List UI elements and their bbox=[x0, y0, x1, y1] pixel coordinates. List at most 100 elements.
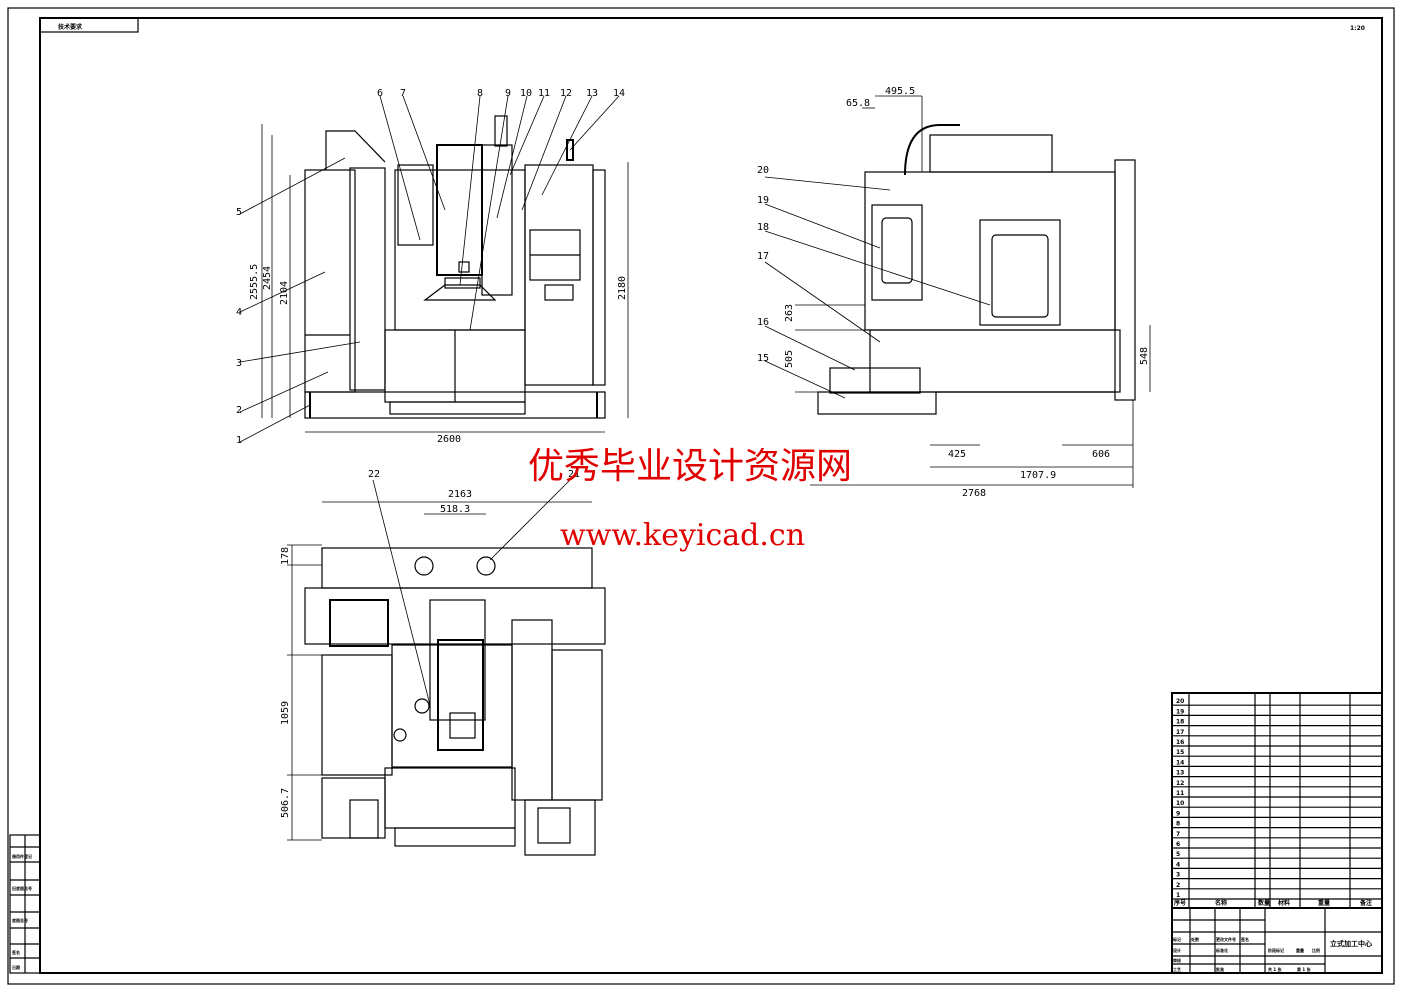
inner-frame bbox=[39, 17, 1383, 974]
parts-row-number: 9 bbox=[1176, 810, 1180, 817]
svg-text:4: 4 bbox=[236, 307, 242, 318]
watermark-url: www.keyicad.cn bbox=[560, 518, 805, 553]
svg-text:8: 8 bbox=[477, 88, 483, 99]
parts-row-number: 1 bbox=[1176, 892, 1180, 899]
svg-text:借用件登记: 借用件登记 bbox=[11, 853, 32, 859]
svg-text:共 1 张: 共 1 张 bbox=[1268, 966, 1283, 972]
parts-row-number: 10 bbox=[1176, 800, 1184, 807]
svg-text:17: 17 bbox=[757, 251, 769, 262]
svg-text:495.5: 495.5 bbox=[885, 86, 915, 97]
svg-text:548: 548 bbox=[1139, 347, 1150, 365]
svg-text:16: 16 bbox=[757, 317, 769, 328]
svg-text:5: 5 bbox=[236, 207, 242, 218]
scale-mark: 1:20 bbox=[1350, 25, 1365, 32]
corner-label-box bbox=[39, 17, 139, 33]
parts-row-number: 11 bbox=[1176, 790, 1184, 797]
svg-text:重量: 重量 bbox=[1296, 947, 1304, 953]
parts-row-number: 13 bbox=[1176, 770, 1184, 777]
parts-row-number: 19 bbox=[1176, 708, 1184, 715]
svg-text:11: 11 bbox=[538, 88, 550, 99]
svg-text:批准: 批准 bbox=[1216, 966, 1224, 972]
svg-text:第 1 张: 第 1 张 bbox=[1297, 966, 1312, 972]
svg-text:处数: 处数 bbox=[1190, 936, 1199, 942]
svg-text:签名: 签名 bbox=[1240, 936, 1249, 942]
svg-text:2555.5: 2555.5 bbox=[249, 264, 260, 300]
parts-row-number: 7 bbox=[1176, 831, 1180, 838]
svg-text:21: 21 bbox=[568, 469, 580, 480]
parts-row-number: 3 bbox=[1176, 872, 1180, 879]
parts-list: 2019181716151413121110987654321序号名称数量材料重… bbox=[1171, 692, 1383, 974]
svg-text:日期: 日期 bbox=[12, 964, 20, 970]
svg-text:20: 20 bbox=[757, 165, 769, 176]
svg-text:19: 19 bbox=[757, 195, 769, 206]
parts-row-number: 16 bbox=[1176, 739, 1184, 746]
svg-text:旧底图总号: 旧底图总号 bbox=[12, 885, 32, 891]
svg-text:2180: 2180 bbox=[617, 276, 628, 300]
parts-row-number: 8 bbox=[1176, 821, 1180, 828]
parts-header: 材料 bbox=[1277, 899, 1290, 907]
svg-text:6: 6 bbox=[377, 88, 383, 99]
svg-text:263: 263 bbox=[784, 304, 795, 322]
parts-row-number: 15 bbox=[1176, 749, 1184, 756]
svg-text:15: 15 bbox=[757, 353, 769, 364]
parts-header: 备注 bbox=[1359, 899, 1372, 907]
corner-label: 技术要求 bbox=[58, 23, 83, 31]
svg-text:22: 22 bbox=[368, 469, 380, 480]
front-view: 2600 2555.5 2454 2104 2180 1 2 3 4 5 6 7… bbox=[236, 88, 629, 446]
svg-text:178: 178 bbox=[280, 547, 291, 565]
parts-header: 数量 bbox=[1258, 899, 1270, 907]
top-view: 2163 518.3 178 1059 506.7 22 21 bbox=[280, 469, 606, 856]
parts-row-number: 5 bbox=[1176, 851, 1180, 858]
svg-text:18: 18 bbox=[757, 222, 769, 233]
parts-header: 名称 bbox=[1215, 899, 1227, 907]
svg-text:1: 1 bbox=[236, 435, 242, 446]
svg-text:底图总号: 底图总号 bbox=[11, 917, 28, 923]
parts-row-number: 2 bbox=[1176, 882, 1180, 889]
svg-text:3: 3 bbox=[236, 358, 242, 369]
svg-text:65.8: 65.8 bbox=[846, 98, 870, 109]
side-strip: 借用件登记 旧底图总号 底图总号 签名 日期 bbox=[9, 834, 41, 974]
parts-header: 重量 bbox=[1318, 899, 1330, 907]
svg-text:1707.9: 1707.9 bbox=[1020, 470, 1056, 481]
parts-header: 序号 bbox=[1173, 899, 1186, 907]
svg-text:标准化: 标准化 bbox=[1215, 947, 1228, 953]
svg-text:425: 425 bbox=[948, 449, 966, 460]
svg-text:14: 14 bbox=[613, 88, 625, 99]
svg-text:505: 505 bbox=[784, 350, 795, 368]
svg-text:2: 2 bbox=[236, 405, 242, 416]
parts-row-number: 20 bbox=[1176, 698, 1184, 705]
parts-row-number: 14 bbox=[1176, 759, 1184, 766]
svg-text:7: 7 bbox=[400, 88, 406, 99]
svg-text:506.7: 506.7 bbox=[280, 788, 291, 818]
svg-text:2454: 2454 bbox=[262, 266, 273, 290]
svg-text:606: 606 bbox=[1092, 449, 1110, 460]
svg-text:阶段标记: 阶段标记 bbox=[1268, 947, 1284, 953]
svg-text:2163: 2163 bbox=[448, 489, 472, 500]
svg-text:签名: 签名 bbox=[11, 949, 20, 955]
svg-text:比例: 比例 bbox=[1312, 947, 1320, 953]
svg-text:审核: 审核 bbox=[1173, 957, 1181, 963]
title-block: 立式加工中心 标记 处数 更改文件号 签名 设计 标准化 审核 工艺 批准 阶段… bbox=[1172, 908, 1382, 973]
svg-text:10: 10 bbox=[520, 88, 532, 99]
svg-text:标记: 标记 bbox=[1172, 936, 1181, 942]
svg-text:518.3: 518.3 bbox=[440, 504, 470, 515]
parts-row-number: 17 bbox=[1176, 729, 1184, 736]
svg-text:2104: 2104 bbox=[279, 281, 290, 305]
svg-text:设计: 设计 bbox=[1173, 947, 1181, 953]
svg-text:9: 9 bbox=[505, 88, 511, 99]
drawing-title: 立式加工中心 bbox=[1330, 939, 1372, 948]
parts-row-number: 12 bbox=[1176, 780, 1184, 787]
outer-border bbox=[7, 7, 1395, 985]
svg-text:2768: 2768 bbox=[962, 488, 986, 499]
svg-text:1059: 1059 bbox=[280, 701, 291, 725]
watermark-cn: 优秀毕业设计资源网 bbox=[528, 446, 852, 487]
parts-row-number: 4 bbox=[1176, 861, 1180, 868]
svg-text:13: 13 bbox=[586, 88, 598, 99]
svg-text:更改文件号: 更改文件号 bbox=[1216, 936, 1236, 942]
svg-text:12: 12 bbox=[560, 88, 572, 99]
parts-row-number: 6 bbox=[1176, 841, 1180, 848]
parts-row-number: 18 bbox=[1176, 719, 1184, 726]
svg-text:工艺: 工艺 bbox=[1173, 966, 1181, 972]
side-view: 495.5 65.8 263 505 548 425 606 1707.9 27… bbox=[757, 86, 1151, 499]
